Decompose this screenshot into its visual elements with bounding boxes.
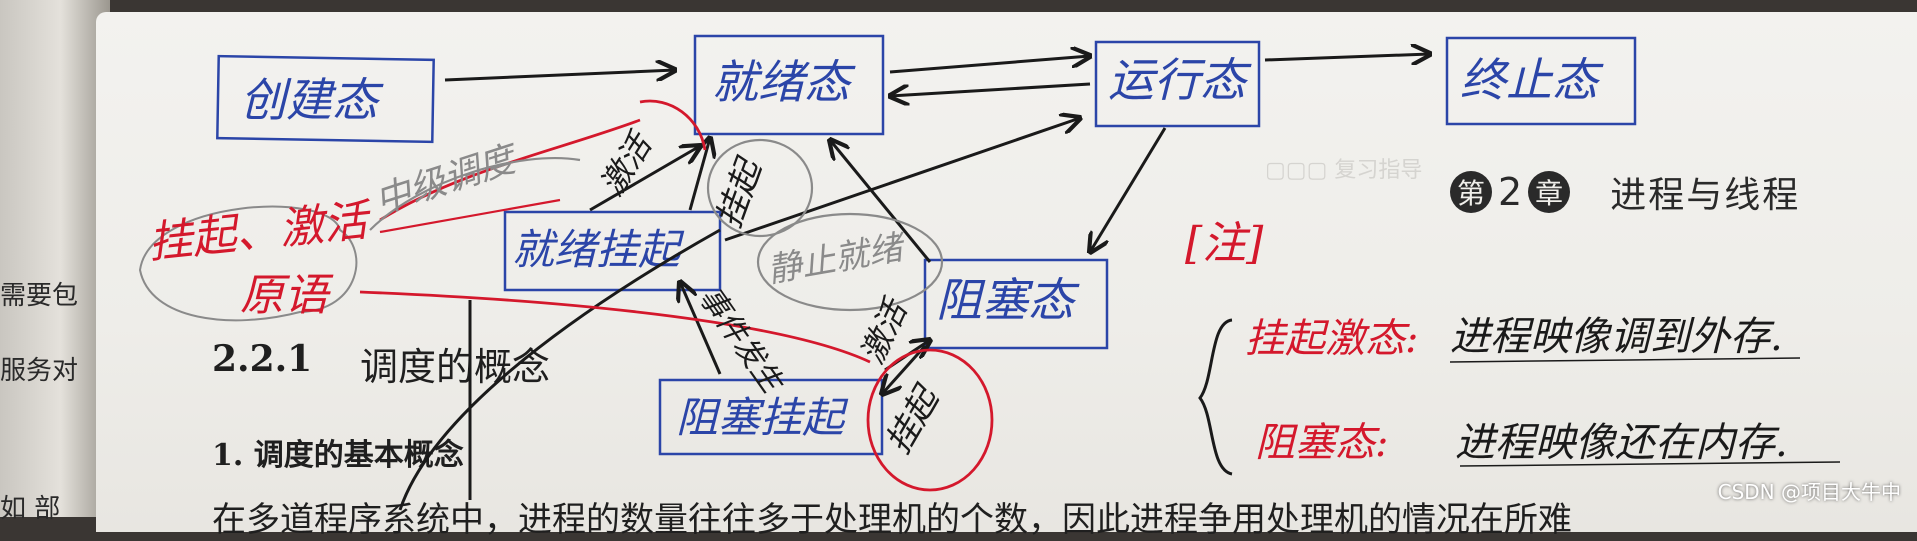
left-page-edge — [0, 0, 110, 517]
label-activate-top: 激活 — [593, 124, 661, 202]
label-suspend-circle: 挂起 — [709, 152, 771, 233]
running-box — [1094, 40, 1261, 128]
note-blocked-label: 阻塞态: — [1255, 420, 1388, 466]
red-note-line1: 挂起、激活 — [146, 195, 375, 269]
note-suspend-text: 进程映像调到外存. — [1450, 314, 1783, 360]
note-bracket-title: [注] — [1185, 218, 1264, 269]
blocked-suspend-box — [658, 378, 884, 456]
red-note-line2: 原语 — [240, 270, 334, 321]
terminated-box — [1445, 36, 1637, 126]
create-box — [216, 54, 435, 144]
label-activate-lower: 激活 — [853, 292, 916, 370]
note-blocked-text: 进程映像还在内存. — [1455, 420, 1788, 466]
chapter-suffix: 章 — [1528, 171, 1571, 213]
left-page-text-2: 服务对 — [0, 356, 79, 386]
terminated-state-label: 终止态 — [1460, 53, 1604, 107]
chapter-title: 进程与线程 — [1610, 175, 1801, 216]
ready-box — [693, 34, 885, 136]
chapter-word: 第 — [1450, 171, 1492, 213]
label-grey-strike-2: 静止就绪 — [765, 227, 911, 291]
left-page-text-1: 需要包 — [0, 281, 79, 311]
state-diagram: 创建态 就绪态 运行态 终止态 就绪挂起 阻塞态 阻塞挂起 — [138, 34, 1841, 511]
running-state-label: 运行态 — [1108, 53, 1252, 107]
chapter-heading: 第 2 章 进程与线程 — [1450, 166, 1800, 218]
watermark: CSDN @项目大牛中 — [1717, 480, 1901, 504]
ghost-text: ▢▢▢ 复习指导 — [1265, 158, 1423, 183]
blocked-box — [923, 258, 1109, 350]
section-number: 2.2.1 — [212, 338, 313, 380]
book-page — [96, 12, 1917, 532]
ready-state-label: 就绪态 — [712, 55, 856, 109]
note-suspend-label: 挂起激态: — [1245, 316, 1418, 362]
ready-suspend-box — [503, 210, 722, 292]
section-title: 调度的概念 — [360, 345, 551, 389]
create-state-label: 创建态 — [240, 73, 384, 127]
label-suspend-lower: 挂起 — [878, 378, 949, 460]
blocked-state-label: 阻塞态 — [936, 273, 1080, 327]
chapter-number: 2 — [1498, 170, 1523, 214]
blocked-suspend-label: 阻塞挂起 — [676, 393, 849, 442]
